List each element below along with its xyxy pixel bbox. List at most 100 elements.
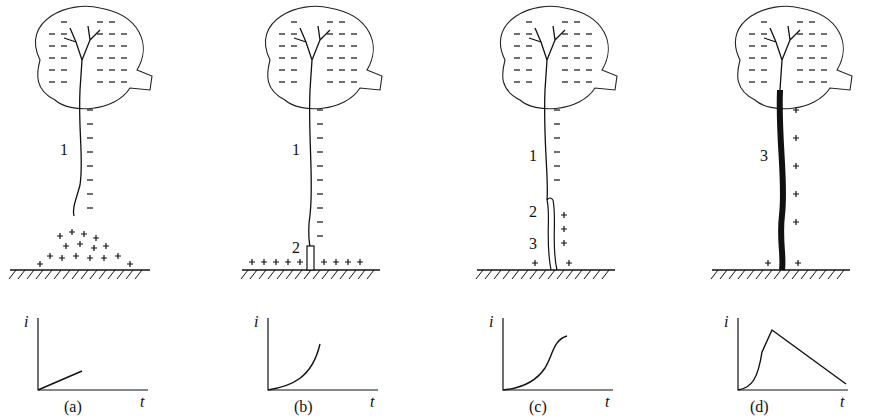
positive-charge [91, 245, 97, 251]
negative-charge [317, 221, 323, 222]
ground-hatch [322, 270, 329, 279]
ground-hatch [126, 270, 133, 279]
negative-charge [61, 45, 67, 46]
positive-charge [57, 233, 63, 239]
negative-charge [562, 81, 568, 82]
negative-charge [562, 21, 568, 22]
graph-axes [38, 318, 148, 390]
positive-charge [87, 255, 93, 261]
negative-charge [61, 21, 67, 22]
negative-charge [761, 69, 767, 70]
negative-charge [317, 137, 323, 138]
positive-charge [561, 212, 567, 218]
negative-charge [279, 69, 285, 70]
negative-charge [821, 33, 827, 34]
negative-charge [562, 69, 568, 70]
leader-branches [64, 26, 100, 90]
ground-hatch [747, 270, 754, 279]
ground-hatch [503, 270, 510, 279]
negative-charge [797, 21, 803, 22]
negative-charge [339, 45, 345, 46]
negative-charge [586, 33, 592, 34]
ground-hatch [90, 270, 97, 279]
negative-charge [586, 69, 592, 70]
negative-charge [121, 33, 127, 34]
negative-charge [317, 151, 323, 152]
leader-branches [529, 26, 565, 90]
ground-hatch [277, 270, 284, 279]
negative-charge [526, 21, 532, 22]
negative-charge [317, 207, 323, 208]
negative-charge [317, 165, 323, 166]
positive-charge [77, 241, 83, 247]
axis-label: i [254, 314, 258, 330]
ground-hatch [711, 270, 718, 279]
ground-hatch [45, 270, 52, 279]
ground-hatch [512, 270, 519, 279]
positive-charge [285, 259, 291, 265]
negative-charge [327, 33, 333, 34]
axis-label: i [489, 314, 493, 330]
negative-charge [514, 81, 520, 82]
positive-charge [793, 135, 799, 141]
negative-charge [121, 81, 127, 82]
negative-charge [574, 21, 580, 22]
negative-charge [109, 81, 115, 82]
negative-charge [554, 123, 560, 124]
negative-charge [574, 69, 580, 70]
positive-charge [297, 259, 303, 265]
current-curve [38, 371, 82, 390]
ground-hatch [117, 270, 124, 279]
ground-hatch [476, 270, 483, 279]
ground-hatch [494, 270, 501, 279]
negative-charge [87, 123, 93, 124]
negative-charge [554, 165, 560, 166]
negative-charge [554, 151, 560, 152]
callout-number: 3 [760, 148, 768, 164]
stepped-leader [545, 90, 548, 200]
ground-hatch [304, 270, 311, 279]
negative-charge [351, 33, 357, 34]
negative-charge [761, 57, 767, 58]
positive-charge [103, 243, 109, 249]
ground-hatch [18, 270, 25, 279]
negative-charge [339, 81, 345, 82]
negative-charge [526, 81, 532, 82]
ground-hatch [602, 270, 609, 279]
negative-charge [749, 69, 755, 70]
graph-axes [738, 318, 848, 390]
negative-charge [109, 45, 115, 46]
ground-hatch [810, 270, 817, 279]
negative-charge [291, 45, 297, 46]
negative-charge [317, 179, 323, 180]
negative-charge [809, 81, 815, 82]
negative-charge [821, 81, 827, 82]
negative-charge [87, 109, 93, 110]
thundercloud [35, 6, 152, 108]
negative-charge [526, 45, 532, 46]
positive-charge [37, 261, 43, 267]
negative-charge [351, 45, 357, 46]
positive-charge [795, 260, 801, 266]
ground-hatch [485, 270, 492, 279]
positive-charge [101, 255, 107, 261]
negative-charge [279, 57, 285, 58]
current-curve [503, 336, 567, 390]
negative-charge [351, 57, 357, 58]
negative-charge [761, 21, 767, 22]
ground-hatch [557, 270, 564, 279]
positive-charge [69, 229, 75, 235]
negative-charge [291, 33, 297, 34]
negative-charge [761, 45, 767, 46]
negative-charge [526, 33, 532, 34]
negative-charge [61, 81, 67, 82]
positive-charge [261, 259, 267, 265]
negative-charge [797, 45, 803, 46]
negative-charge [97, 45, 103, 46]
ground-hatch [756, 270, 763, 279]
ground-hatch [729, 270, 736, 279]
ground-hatch [313, 270, 320, 279]
negative-charge [109, 69, 115, 70]
positive-charge [345, 259, 351, 265]
